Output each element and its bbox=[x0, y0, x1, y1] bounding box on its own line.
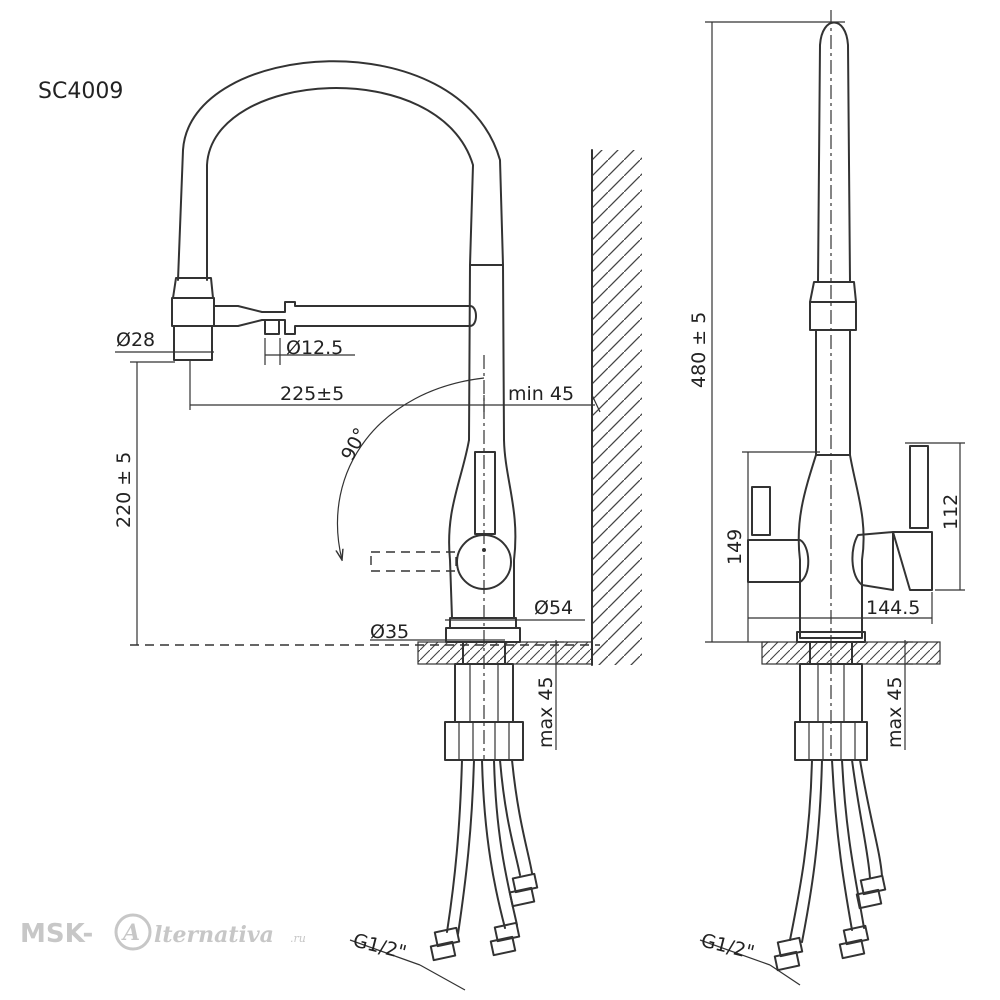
dim-rotation-angle: 90° bbox=[337, 424, 372, 464]
dim-spout-diameter: Ø12.5 bbox=[286, 337, 343, 359]
watermark: MSK- A lternativa .ru bbox=[20, 913, 306, 951]
watermark-suffix: .ru bbox=[290, 932, 306, 945]
hose-connector bbox=[429, 872, 539, 962]
model-label: SC4009 bbox=[38, 79, 123, 104]
wall-hatch bbox=[592, 150, 642, 665]
dim-max-countertop-front: max 45 bbox=[535, 676, 557, 748]
side-body bbox=[797, 454, 865, 639]
lever-rotated bbox=[370, 551, 457, 572]
side-handle-left bbox=[751, 486, 771, 536]
watermark-brand: MSK- bbox=[20, 919, 93, 949]
flex-hose-outer bbox=[177, 60, 504, 281]
dim-side-width: 144.5 bbox=[866, 597, 920, 619]
lever-handle bbox=[474, 451, 496, 535]
side-spout bbox=[817, 21, 851, 283]
dim-thread-diameter: Ø35 bbox=[370, 621, 409, 643]
dim-connection-side: G1/2" bbox=[699, 930, 757, 964]
watermark-letter: A bbox=[121, 920, 140, 946]
side-view bbox=[699, 10, 965, 986]
mixer-body bbox=[448, 439, 517, 619]
front-view bbox=[115, 60, 642, 991]
dim-hose-diameter: Ø28 bbox=[116, 329, 155, 351]
dim-connection-front: G1/2" bbox=[351, 930, 409, 964]
dim-max-countertop-side: max 45 bbox=[884, 676, 906, 748]
side-tube bbox=[815, 329, 851, 456]
side-hose-connector bbox=[773, 874, 887, 972]
spray-head bbox=[173, 325, 213, 361]
dim-base-diameter: Ø54 bbox=[534, 597, 573, 619]
dim-reach: 225±5 bbox=[280, 383, 344, 405]
dim-side-height-right: 112 bbox=[940, 494, 962, 530]
dim-wall-clearance: min 45 bbox=[508, 383, 574, 405]
watermark-circle bbox=[114, 913, 152, 951]
side-handle-right bbox=[909, 445, 929, 529]
dim-side-height-left: 149 bbox=[724, 529, 746, 565]
dim-total-height: 480 ± 5 bbox=[688, 312, 710, 388]
watermark-text: lternativa bbox=[154, 922, 274, 948]
flex-hose-inner bbox=[206, 87, 474, 281]
dim-spout-height: 220 ± 5 bbox=[113, 452, 135, 528]
